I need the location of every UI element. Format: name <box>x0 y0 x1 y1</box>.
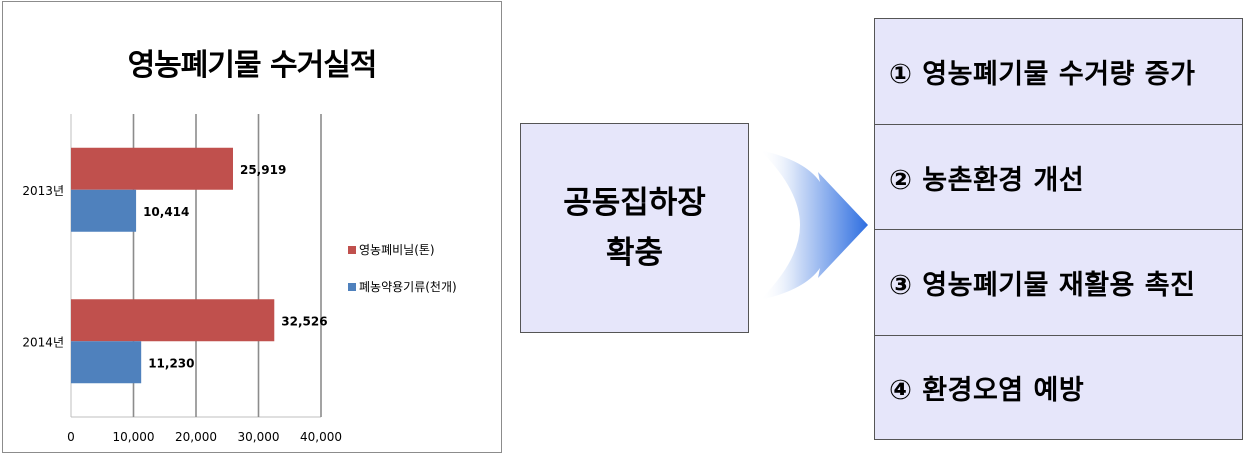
x-tick-label: 30,000 <box>238 430 280 444</box>
result-item-1: ① 영농폐기물 수거량 증가 <box>889 59 1196 90</box>
x-tick-label: 20,000 <box>175 430 217 444</box>
bar <box>71 341 142 384</box>
legend-label: 폐농약용기류(천개) <box>359 279 457 294</box>
chart-title: 영농폐기물 수거실적 <box>127 48 378 83</box>
result-item-4: ④ 환경오염 예방 <box>875 335 1242 439</box>
chart-panel: 영농폐기물 수거실적 0 10,000 20,000 30,000 40,000 2013… <box>2 1 502 453</box>
result-item-2: ② 농촌환경 개선 <box>875 124 1242 229</box>
data-label: 11,230 <box>148 356 194 370</box>
joint-collection-box: 공동집하장 확충 <box>520 123 749 333</box>
data-label: 10,414 <box>143 205 189 219</box>
joint-collection-line1: 공동집하장 <box>563 185 706 221</box>
y-category-label: 2014년 <box>22 335 64 349</box>
bar <box>71 147 233 190</box>
results-stack: ① 영농폐기물 수거량 증가 ② 농촌환경 개선 ③ 영농폐기물 재활용 촉진 … <box>874 18 1243 440</box>
data-label: 32,526 <box>281 314 327 328</box>
x-tick-label: 40,000 <box>300 430 342 444</box>
y-category-label: 2013년 <box>22 184 64 198</box>
legend-swatch <box>348 283 356 291</box>
joint-collection-label: 공동집하장 확충 <box>563 178 706 278</box>
legend-label: 영농폐비닐(톤) <box>359 243 435 257</box>
result-item-3: ③ 영농폐기물 재활용 촉진 <box>875 229 1242 335</box>
x-tick-label: 10,000 <box>113 430 155 444</box>
x-tick-label: 0 <box>67 430 75 444</box>
data-label: 25,919 <box>240 163 286 177</box>
bar-chart: 0 10,000 20,000 30,000 40,000 2013년 25,919 10,4… <box>22 114 457 444</box>
bar <box>71 189 137 232</box>
legend-swatch <box>348 246 356 254</box>
joint-collection-line2: 확충 <box>605 235 664 271</box>
bar <box>71 299 275 342</box>
right-arrow-icon <box>760 150 868 300</box>
